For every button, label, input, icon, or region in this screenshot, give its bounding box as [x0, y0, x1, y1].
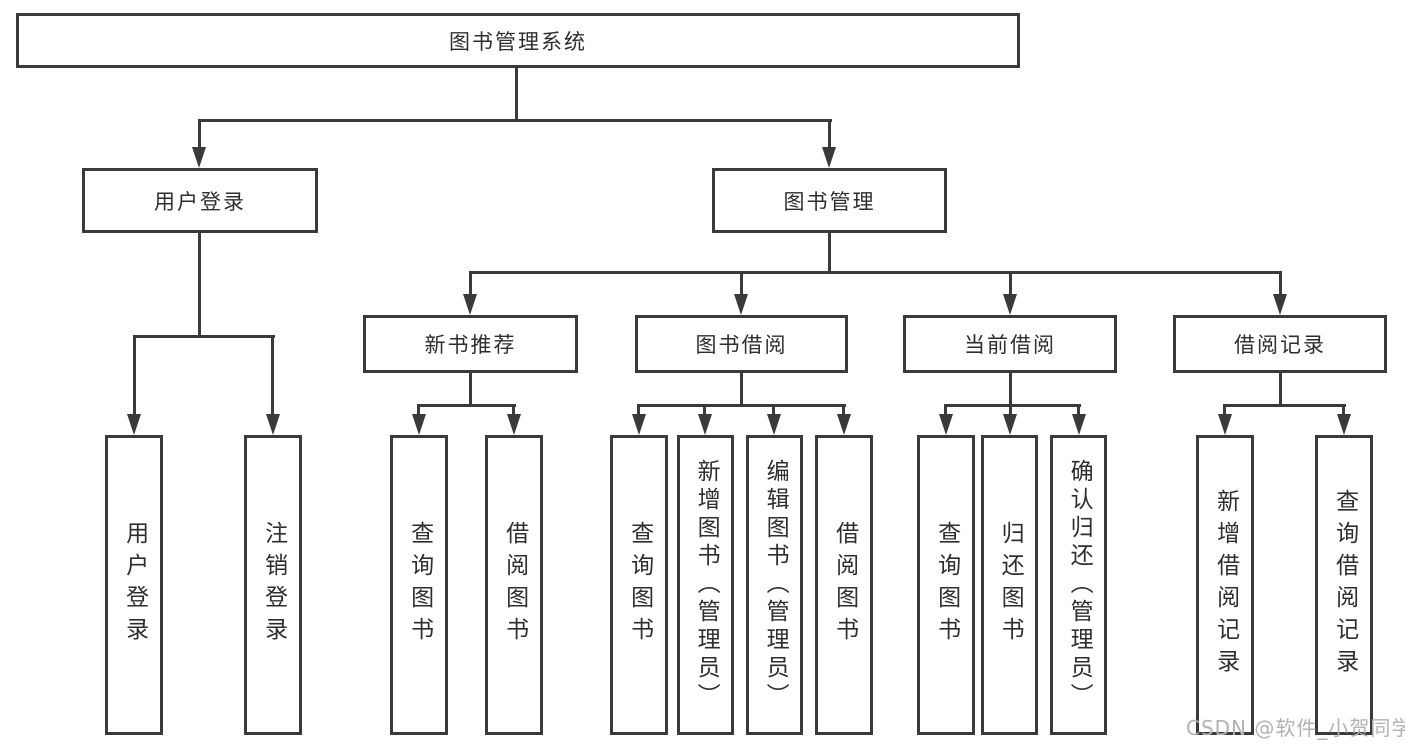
node-label: 借阅图书	[501, 521, 528, 649]
arrowhead-down-icon	[1003, 294, 1017, 315]
connector-line	[417, 404, 420, 418]
node-label: 图书管理系统	[449, 29, 587, 54]
connector-line	[637, 404, 846, 407]
node-label: 确认归还（管理员）	[1066, 459, 1093, 711]
connector-line	[842, 404, 845, 418]
connector-line	[1009, 271, 1012, 297]
connector-line	[1223, 404, 1226, 418]
connector-line	[271, 335, 274, 417]
node-book-borrow: 图书借阅	[635, 315, 848, 373]
leaf-borrow-books-recommend: 借阅图书	[485, 435, 543, 735]
connector-line	[515, 68, 518, 121]
csdn-watermark: CSDN @软件_小贺同学	[1186, 716, 1405, 740]
arrowhead-down-icon	[1072, 414, 1086, 435]
connector-line	[1077, 404, 1080, 418]
connector-line	[772, 404, 775, 418]
connector-line	[828, 231, 831, 274]
connector-line	[740, 271, 743, 297]
node-user-login: 用户登录	[82, 168, 318, 233]
node-label: 查询图书	[626, 521, 653, 649]
arrowhead-down-icon	[1337, 414, 1351, 435]
arrowhead-down-icon	[632, 414, 646, 435]
arrowhead-down-icon	[266, 414, 280, 435]
leaf-query-borrow-record: 查询借阅记录	[1315, 435, 1373, 735]
node-label: 编辑图书（管理员）	[762, 459, 789, 711]
arrowhead-down-icon	[767, 414, 781, 435]
connector-line	[133, 335, 136, 417]
connector-line	[637, 404, 640, 418]
node-label: 归还图书	[997, 521, 1024, 649]
node-label: 查询图书	[406, 521, 433, 649]
node-label: 借阅记录	[1234, 333, 1326, 357]
leaf-add-borrow-record: 新增借阅记录	[1196, 435, 1254, 735]
connector-line	[703, 404, 706, 418]
connector-line	[1279, 371, 1282, 407]
connector-line	[133, 335, 275, 338]
arrowhead-down-icon	[939, 414, 953, 435]
arrowhead-down-icon	[1218, 414, 1232, 435]
connector-line	[944, 404, 947, 418]
arrowhead-down-icon	[1273, 294, 1287, 315]
node-label: 查询图书	[933, 521, 960, 649]
arrowhead-down-icon	[698, 414, 712, 435]
node-current-borrow: 当前借阅	[903, 315, 1117, 373]
node-borrow-records: 借阅记录	[1173, 315, 1387, 373]
leaf-add-book-admin: 新增图书（管理员）	[677, 435, 734, 735]
node-book-management: 图书管理	[712, 168, 947, 233]
leaf-user-login: 用户登录	[105, 435, 163, 735]
connector-line	[198, 119, 832, 122]
connector-line	[198, 231, 201, 338]
connector-line	[944, 404, 1081, 407]
connector-line	[1009, 404, 1012, 418]
arrowhead-down-icon	[1003, 414, 1017, 435]
connector-line	[198, 119, 201, 151]
arrowhead-down-icon	[463, 294, 477, 315]
connector-line	[740, 371, 743, 407]
connector-line	[1342, 404, 1345, 418]
arrowhead-down-icon	[127, 414, 141, 435]
leaf-logout: 注销登录	[244, 435, 302, 735]
node-label: 新书推荐	[424, 333, 517, 357]
node-label: 用户登录	[154, 189, 246, 214]
connector-line	[1223, 404, 1346, 407]
node-root: 图书管理系统	[16, 13, 1020, 68]
node-label: 图书借阅	[695, 333, 788, 357]
node-new-book-recommend: 新书推荐	[363, 315, 578, 373]
arrowhead-down-icon	[822, 147, 836, 168]
arrowhead-down-icon	[734, 294, 748, 315]
connector-line	[828, 119, 831, 151]
leaf-query-books-current: 查询图书	[917, 435, 975, 735]
leaf-borrow-books-borrow: 借阅图书	[815, 435, 873, 735]
connector-line	[1009, 371, 1012, 407]
connector-line	[469, 271, 472, 297]
connector-line	[1279, 271, 1282, 297]
leaf-confirm-return-admin: 确认归还（管理员）	[1050, 435, 1107, 735]
connector-line	[469, 271, 1282, 274]
node-label: 图书管理	[783, 189, 876, 214]
leaf-query-books-recommend: 查询图书	[390, 435, 448, 735]
arrowhead-down-icon	[837, 414, 851, 435]
arrowhead-down-icon	[192, 147, 206, 168]
arrowhead-down-icon	[507, 414, 521, 435]
node-label: 用户登录	[121, 521, 148, 649]
leaf-return-books: 归还图书	[981, 435, 1038, 735]
node-label: 注销登录	[260, 521, 287, 649]
node-label: 查询借阅记录	[1331, 489, 1358, 681]
node-label: 借阅图书	[831, 521, 858, 649]
node-label: 新增图书（管理员）	[693, 459, 720, 711]
connector-line	[469, 371, 472, 407]
node-label: 当前借阅	[964, 333, 1056, 357]
connector-line	[417, 404, 516, 407]
node-label: 新增借阅记录	[1212, 489, 1239, 681]
connector-line	[512, 404, 515, 418]
leaf-query-books-borrow: 查询图书	[610, 435, 668, 735]
leaf-edit-book-admin: 编辑图书（管理员）	[746, 435, 803, 735]
arrowhead-down-icon	[412, 414, 426, 435]
